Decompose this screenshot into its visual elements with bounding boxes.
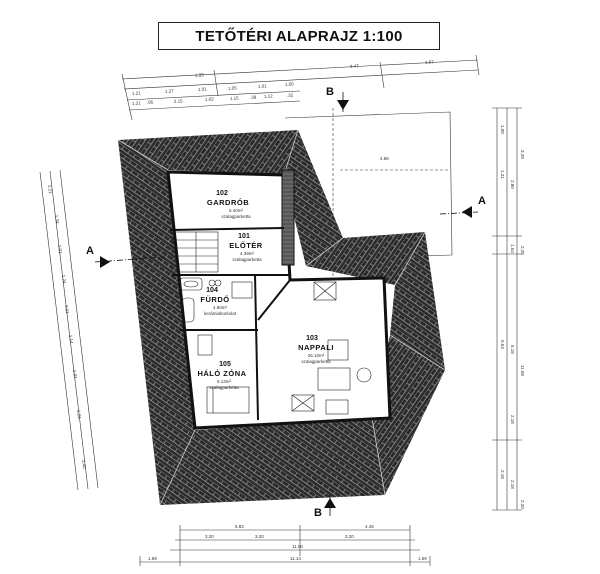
top-dimensions <box>121 54 480 121</box>
right-dimension-labels: 1.00 1.21 6.54 2.18 2.80 1.54 6.18 11.58… <box>500 125 525 509</box>
drawing-title: TETŐTÉRI ALAPRAJZ 1:100 <box>158 22 440 50</box>
svg-text:kerámiaburkolat: kerámiaburkolat <box>204 311 237 316</box>
dim-label: 1.34 <box>72 370 78 380</box>
roof <box>118 130 445 505</box>
section-marker-a-left: A <box>86 245 166 268</box>
dim-label: 4.45 <box>365 524 374 529</box>
dim-label: 1.00 <box>500 125 505 134</box>
svg-text:101: 101 <box>238 233 250 240</box>
dim-label: 2.18 <box>510 480 515 489</box>
svg-text:NAPPALI: NAPPALI <box>298 343 334 352</box>
left-dimension-labels: 1.21 1.34 1.01 1.24 1.01 1.14 1.34 1.24 … <box>47 185 87 470</box>
dim-label: 3.20 <box>205 534 214 539</box>
svg-text:4.80m²: 4.80m² <box>213 305 228 310</box>
dim-label: 3.47 <box>350 64 360 69</box>
dim-label: 2.28 <box>520 246 525 255</box>
dim-label: 1.01 <box>64 305 70 315</box>
dim-label: 1.01 <box>57 245 63 255</box>
staircase <box>171 231 219 273</box>
svg-text:5.40m²: 5.40m² <box>229 208 244 213</box>
dim-label: 3.28 <box>520 150 525 159</box>
dim-label: .38 <box>250 95 257 100</box>
dim-label: 11.58 <box>520 365 525 376</box>
svg-text:FÜRDŐ: FÜRDŐ <box>200 295 229 304</box>
dim-label: 1.14 <box>68 335 74 345</box>
dim-label: 6.18 <box>510 345 515 354</box>
svg-text:26.10m²: 26.10m² <box>308 353 325 358</box>
dim-label: 1.69 <box>418 556 427 561</box>
right-dimensions <box>492 107 522 511</box>
dim-label: 3.20 <box>255 534 264 539</box>
dim-label: 5.83 <box>235 524 244 529</box>
dim-label: 1.00 <box>285 82 295 87</box>
svg-text:szalagparketta: szalagparketta <box>221 214 251 219</box>
svg-text:A: A <box>86 245 94 257</box>
dim-label: 1.21 <box>47 185 53 195</box>
dim-label: .95 <box>147 100 154 105</box>
dim-label: 1.02 <box>205 97 215 102</box>
dim-label: 1.54 <box>510 244 515 253</box>
svg-text:104: 104 <box>206 287 218 294</box>
dim-label: 1.21 <box>132 91 142 96</box>
bottom-dimension-labels: 5.83 4.45 3.20 3.20 3.20 11.00 1.69 11.1… <box>148 524 427 561</box>
dim-label: 3.20 <box>345 534 354 539</box>
svg-text:szalagparketta: szalagparketta <box>209 385 239 390</box>
dim-label: 1.05 <box>228 86 238 91</box>
svg-text:szalagparketta: szalagparketta <box>232 257 262 262</box>
dim-label: 2.18 <box>500 470 505 479</box>
section-marker-b-top: B <box>326 86 349 112</box>
room-label-nappali: 103 NAPPALI 26.10m² szalagparketta <box>298 335 334 364</box>
room-label-halo-zona: 105 HÁLÓ ZÓNA 5.13m² szalagparketta <box>197 361 246 390</box>
dim-label: 1.34 <box>54 215 60 225</box>
dim-label: 6.54 <box>500 340 505 349</box>
room-label-eloter: 101 ELŐTÉR 4.39m² szalagparketta <box>229 233 263 262</box>
svg-text:B: B <box>326 86 334 98</box>
section-marker-a-right: A <box>439 195 486 218</box>
dim-label: 2.18 <box>510 415 515 424</box>
svg-text:103: 103 <box>306 335 318 342</box>
dim-label: 2.15 <box>174 99 184 104</box>
dim-label: 1.67 <box>425 60 435 65</box>
dim-label: 1.40 <box>81 460 87 470</box>
svg-text:4.39m²: 4.39m² <box>240 251 255 256</box>
dim-label: 1.24 <box>61 275 67 285</box>
living-furniture <box>291 281 372 415</box>
section-marker-b-bottom: B <box>314 495 336 519</box>
bottom-dimensions <box>139 525 431 566</box>
svg-text:HÁLÓ ZÓNA: HÁLÓ ZÓNA <box>197 369 246 378</box>
dim-label: 1.01 <box>258 84 268 89</box>
dim-label: 1.15 <box>230 96 240 101</box>
bathroom-fixtures <box>179 277 253 323</box>
svg-text:GARDRÓB: GARDRÓB <box>207 198 249 207</box>
svg-text:B: B <box>314 507 322 519</box>
dim-label: 1.24 <box>76 410 82 420</box>
room-label-furdo: 104 FÜRDŐ 4.80m² kerámiaburkolat <box>200 287 236 316</box>
top-dimension-labels: 1.35 3.47 1.67 1.21 1.27 1.01 1.05 1.01 … <box>132 60 435 161</box>
dim-label: 4.86 <box>380 156 389 161</box>
svg-text:A: A <box>478 195 486 207</box>
dim-label: 2.20 <box>520 500 525 509</box>
dim-label: 11.14 <box>290 556 301 561</box>
svg-text:ELŐTÉR: ELŐTÉR <box>229 241 263 250</box>
svg-text:szalagparketta: szalagparketta <box>301 359 331 364</box>
room-label-gardrob: 102 GARDRÓB 5.40m² szalagparketta <box>207 190 251 219</box>
dim-label: 1.12 <box>264 94 274 99</box>
dim-label: 11.00 <box>292 544 303 549</box>
dim-label: 1.21 <box>132 101 142 106</box>
dim-label: 1.69 <box>148 556 157 561</box>
dim-label: 1.21 <box>500 170 505 179</box>
svg-text:105: 105 <box>219 361 231 368</box>
dim-label: .32 <box>287 93 294 98</box>
dim-label: 1.01 <box>198 87 208 92</box>
dim-label: 1.27 <box>165 89 175 94</box>
svg-text:5.13m²: 5.13m² <box>217 379 232 384</box>
left-dimensions <box>39 169 99 491</box>
svg-text:102: 102 <box>216 190 228 197</box>
roof-hips <box>117 129 446 506</box>
interior <box>166 169 392 430</box>
bed <box>197 334 250 414</box>
dim-label: 2.80 <box>510 180 515 189</box>
dim-label: 1.35 <box>195 73 205 78</box>
